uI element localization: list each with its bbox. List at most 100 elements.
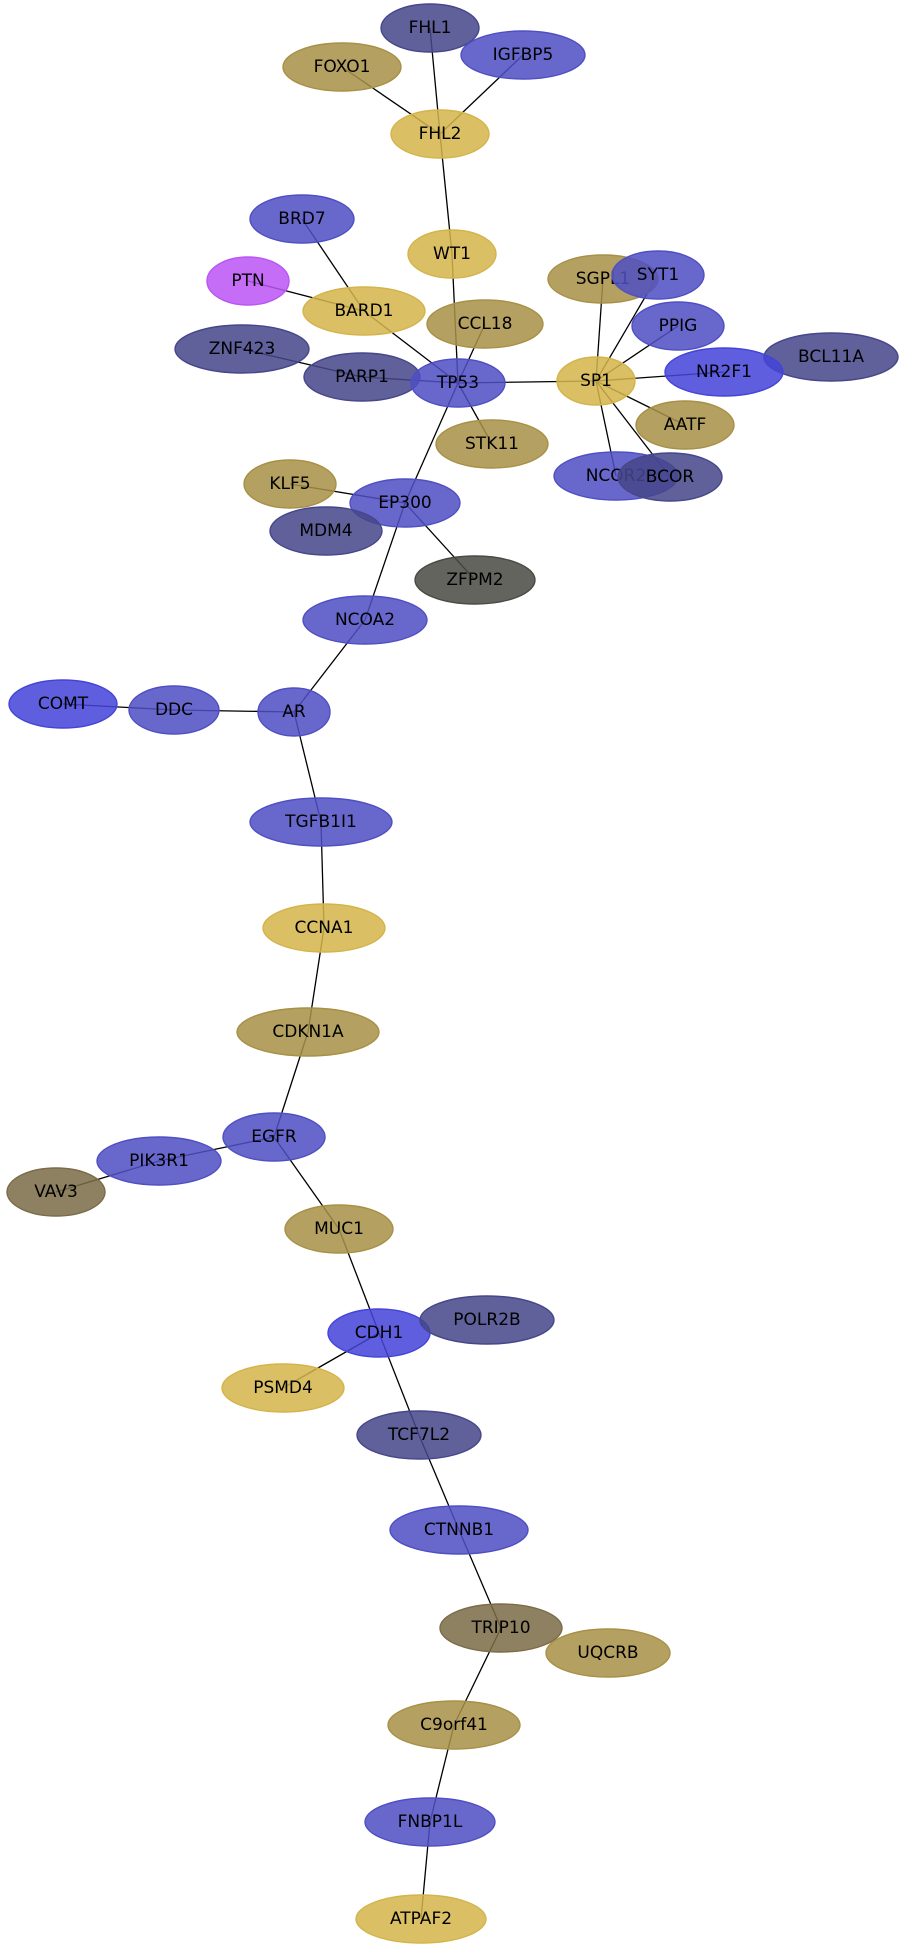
node-label: CDH1 (355, 1323, 404, 1343)
node-fhl2[interactable]: FHL2 (390, 109, 490, 159)
node-ptn[interactable]: PTN (206, 256, 290, 306)
node-bcl11a[interactable]: BCL11A (763, 332, 899, 382)
node-shape[interactable] (380, 3, 480, 53)
node-ep300[interactable]: EP300 (349, 478, 461, 528)
node-muc1[interactable]: MUC1 (284, 1204, 394, 1254)
node-label: IGFBP5 (493, 45, 554, 65)
node-tcf7l2[interactable]: TCF7L2 (356, 1410, 482, 1460)
node-pik3r1[interactable]: PIK3R1 (96, 1136, 222, 1186)
node-shape[interactable] (545, 1628, 671, 1678)
node-mdm4[interactable]: MDM4 (269, 506, 383, 556)
node-shape[interactable] (222, 1112, 326, 1162)
node-bcor[interactable]: BCOR (617, 452, 723, 502)
node-shape[interactable] (556, 356, 636, 406)
node-tgfb1i1[interactable]: TGFB1I1 (249, 797, 393, 847)
node-nr2f1[interactable]: NR2F1 (664, 347, 784, 397)
node-polr2b[interactable]: POLR2B (419, 1295, 555, 1345)
node-shape[interactable] (302, 286, 426, 336)
node-znf423[interactable]: ZNF423 (174, 324, 310, 374)
node-ddc[interactable]: DDC (128, 685, 220, 735)
node-label: CDKN1A (272, 1022, 344, 1042)
node-stk11[interactable]: STK11 (435, 419, 549, 469)
node-shape[interactable] (249, 194, 355, 244)
node-shape[interactable] (617, 452, 723, 502)
node-shape[interactable] (269, 506, 383, 556)
node-bard1[interactable]: BARD1 (302, 286, 426, 336)
node-shape[interactable] (282, 42, 402, 92)
node-shape[interactable] (6, 1167, 106, 1217)
node-comt[interactable]: COMT (8, 679, 118, 729)
node-egfr[interactable]: EGFR (222, 1112, 326, 1162)
node-shape[interactable] (426, 299, 544, 349)
node-label: PSMD4 (253, 1378, 313, 1398)
node-syt1[interactable]: SYT1 (611, 250, 705, 300)
node-vav3[interactable]: VAV3 (6, 1167, 106, 1217)
node-shape[interactable] (355, 1894, 487, 1944)
node-uqcrb[interactable]: UQCRB (545, 1628, 671, 1678)
node-label: BCOR (646, 467, 695, 487)
node-shape[interactable] (387, 1700, 521, 1750)
node-shape[interactable] (243, 459, 337, 509)
node-zfpm2[interactable]: ZFPM2 (414, 555, 536, 605)
node-label: NCOA2 (335, 610, 395, 630)
node-fnbp1l[interactable]: FNBP1L (364, 1797, 496, 1847)
node-ar[interactable]: AR (257, 687, 331, 737)
node-ctnnb1[interactable]: CTNNB1 (389, 1505, 529, 1555)
node-ccna1[interactable]: CCNA1 (262, 903, 386, 953)
node-parp1[interactable]: PARP1 (303, 352, 421, 402)
node-label: C9orf41 (420, 1715, 488, 1735)
node-shape[interactable] (410, 358, 506, 408)
node-shape[interactable] (349, 478, 461, 528)
node-cdh1[interactable]: CDH1 (327, 1308, 431, 1358)
node-klf5[interactable]: KLF5 (243, 459, 337, 509)
node-trip10[interactable]: TRIP10 (439, 1603, 563, 1653)
node-shape[interactable] (460, 30, 586, 80)
node-brd7[interactable]: BRD7 (249, 194, 355, 244)
node-label: CTNNB1 (424, 1520, 494, 1540)
node-shape[interactable] (631, 301, 725, 351)
node-shape[interactable] (419, 1295, 555, 1345)
node-label: SP1 (580, 371, 612, 391)
node-shape[interactable] (284, 1204, 394, 1254)
node-wt1[interactable]: WT1 (407, 229, 497, 279)
node-shape[interactable] (221, 1363, 345, 1413)
node-shape[interactable] (8, 679, 118, 729)
node-shape[interactable] (249, 797, 393, 847)
node-foxo1[interactable]: FOXO1 (282, 42, 402, 92)
node-label: TP53 (436, 373, 479, 393)
node-label: DDC (155, 700, 193, 720)
node-shape[interactable] (407, 229, 497, 279)
node-shape[interactable] (611, 250, 705, 300)
node-shape[interactable] (390, 109, 490, 159)
node-tp53[interactable]: TP53 (410, 358, 506, 408)
node-shape[interactable] (206, 256, 290, 306)
node-ppig[interactable]: PPIG (631, 301, 725, 351)
node-atpaf2[interactable]: ATPAF2 (355, 1894, 487, 1944)
node-label: CCNA1 (295, 918, 354, 938)
node-aatf[interactable]: AATF (635, 400, 735, 450)
node-fhl1[interactable]: FHL1 (380, 3, 480, 53)
node-label: FHL2 (419, 124, 462, 144)
node-shape[interactable] (257, 687, 331, 737)
node-c9orf41[interactable]: C9orf41 (387, 1700, 521, 1750)
node-shape[interactable] (236, 1007, 380, 1057)
node-shape[interactable] (364, 1797, 496, 1847)
node-shape[interactable] (435, 419, 549, 469)
node-shape[interactable] (302, 595, 428, 645)
node-shape[interactable] (128, 685, 220, 735)
node-shape[interactable] (174, 324, 310, 374)
node-sp1[interactable]: SP1 (556, 356, 636, 406)
node-shape[interactable] (262, 903, 386, 953)
node-shape[interactable] (664, 347, 784, 397)
node-ccl18[interactable]: CCL18 (426, 299, 544, 349)
node-cdkn1a[interactable]: CDKN1A (236, 1007, 380, 1057)
node-shape[interactable] (356, 1410, 482, 1460)
node-shape[interactable] (96, 1136, 222, 1186)
node-psmd4[interactable]: PSMD4 (221, 1363, 345, 1413)
node-igfbp5[interactable]: IGFBP5 (460, 30, 586, 80)
node-shape[interactable] (414, 555, 536, 605)
node-ncoa2[interactable]: NCOA2 (302, 595, 428, 645)
node-shape[interactable] (389, 1505, 529, 1555)
node-shape[interactable] (439, 1603, 563, 1653)
node-shape[interactable] (635, 400, 735, 450)
